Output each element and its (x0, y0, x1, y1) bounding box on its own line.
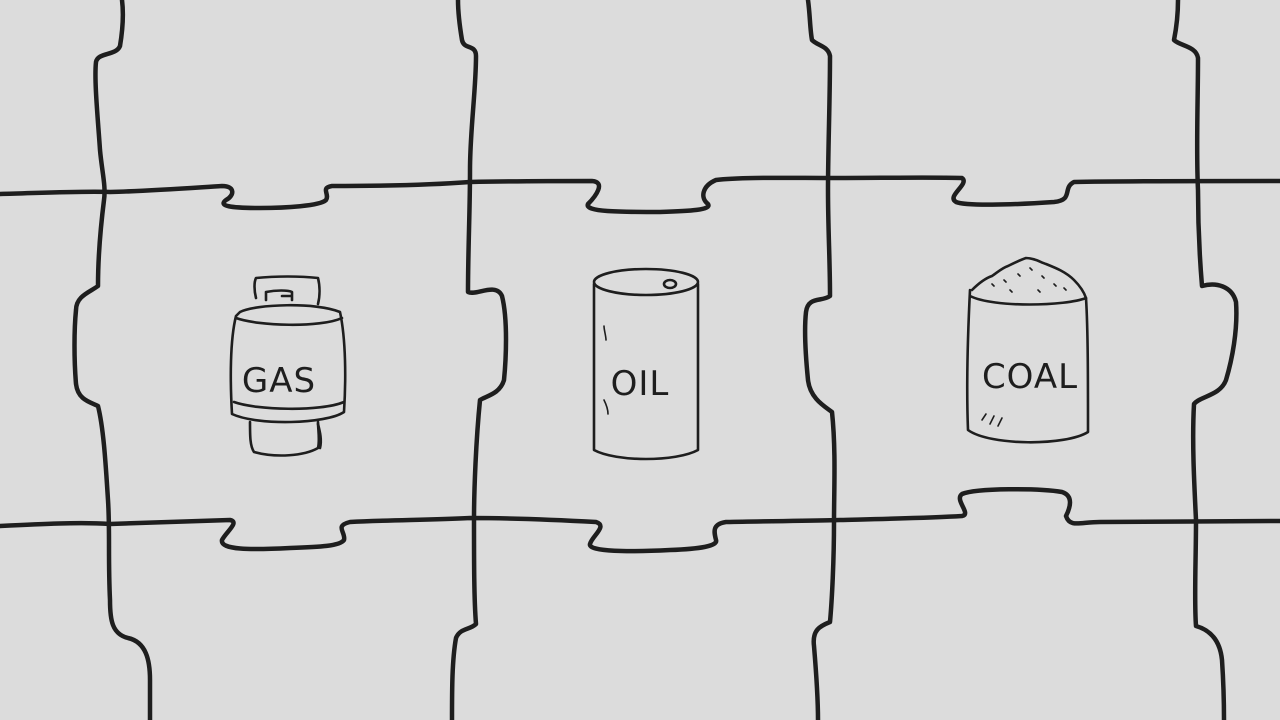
coal-bucket-icon: COAL (965, 256, 1090, 444)
seam-col-1 (72, 0, 153, 720)
seam-lower (0, 486, 1280, 554)
seam-col-4 (1171, 0, 1239, 720)
oil-label: OIL (611, 364, 670, 404)
puzzle-seams-vertical (72, 0, 1239, 720)
seam-col-2 (449, 0, 509, 720)
gas-label: GAS (242, 361, 316, 401)
piece-coal: COAL (965, 256, 1090, 444)
coal-label: COAL (982, 357, 1078, 397)
gas-cylinder-icon: GAS (229, 275, 347, 457)
seam-col-3 (802, 0, 837, 720)
piece-gas: GAS (229, 275, 347, 457)
piece-oil: OIL (592, 267, 700, 461)
oil-barrel-icon: OIL (592, 267, 700, 461)
puzzle-seams-horizontal (0, 175, 1280, 554)
seam-upper (0, 175, 1280, 215)
